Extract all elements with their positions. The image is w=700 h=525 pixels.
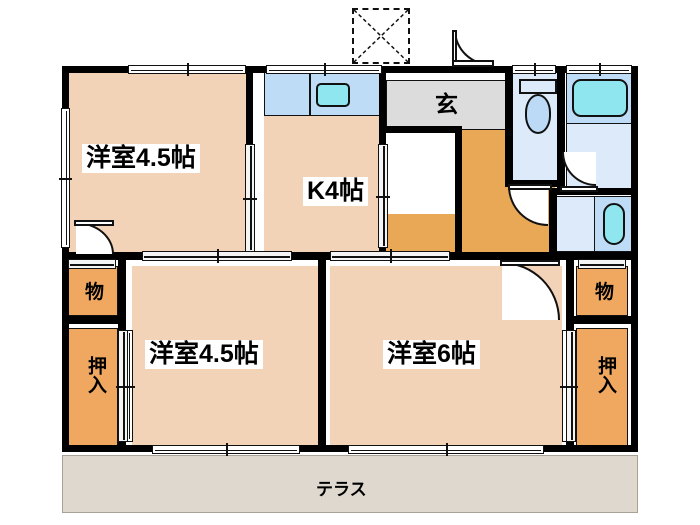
toilet-door-leaf[interactable] (508, 184, 552, 190)
wall-toilet-left (505, 66, 513, 186)
room-upper-left-label: 洋室4.5帖 (82, 144, 200, 173)
sliding-door-mid-right[interactable] (330, 249, 450, 263)
room-lower-left-label: 洋室4.5帖 (145, 340, 263, 369)
sliding-door-room-kitchen[interactable] (243, 144, 257, 252)
wall-entrance-step (386, 126, 462, 133)
crossed-box-icon (352, 8, 410, 64)
window-bottom-room-lower-right[interactable] (348, 443, 544, 456)
terrace-area (62, 455, 638, 513)
sink-icon (316, 83, 350, 107)
closet-oshiire-right-label: 押入 (595, 356, 616, 394)
washbasin-icon (603, 203, 625, 245)
closet-oshiire-left-label: 押入 (85, 356, 106, 394)
entrance-door-threshold (452, 60, 494, 67)
entrance-label: 玄 (435, 91, 458, 117)
window-top-room-upper-left[interactable] (128, 63, 246, 76)
room-lower-right-label: 洋室6帖 (383, 340, 480, 369)
wall-washroom-left (549, 188, 557, 258)
sliding-door-oshiire-left[interactable] (116, 330, 130, 442)
closet-storage-right-label: 物 (595, 282, 615, 303)
kitchen-label: K4帖 (303, 177, 368, 206)
wall-closet-right-split (572, 316, 634, 324)
sliding-door-oshiire-right[interactable] (564, 330, 578, 442)
wall-toilet-bottom (505, 180, 557, 187)
sliding-door-closet-storage-right[interactable] (578, 259, 626, 269)
window-top-bath[interactable] (566, 63, 632, 76)
wall-toilet-bath (557, 66, 565, 188)
toilet-tank (519, 79, 557, 94)
sliding-door-mid-left[interactable] (142, 249, 292, 263)
room-upper-left-door-leaf[interactable] (74, 220, 114, 226)
hallway-floor-stub (386, 214, 456, 252)
bathtub-icon (572, 79, 628, 117)
wall-mid-right (392, 252, 638, 260)
window-left-room-upper-left[interactable] (59, 108, 72, 248)
sliding-door-closet-storage-left[interactable] (68, 259, 116, 269)
window-top-kitchen[interactable] (266, 63, 382, 76)
closet-storage-right (576, 266, 628, 316)
wall-hall-left (455, 126, 462, 254)
closet-storage-left-label: 物 (85, 282, 105, 303)
room-lower-right-door-leaf[interactable] (500, 260, 560, 266)
window-bottom-room-lower-left[interactable] (152, 443, 300, 456)
kitchen-counter (264, 72, 310, 116)
sliding-door-kitchen-hall[interactable] (376, 144, 390, 248)
meter-box-cross (354, 10, 408, 62)
window-top-toilet[interactable] (512, 63, 556, 76)
wall-partition-lower-rooms (318, 252, 326, 452)
terrace-label: テラス (316, 480, 367, 499)
toilet-icon (525, 94, 551, 134)
closet-oshiire-right (576, 328, 628, 452)
wall-closet-left-split (62, 316, 124, 324)
bath-door-leaf[interactable] (560, 186, 598, 192)
